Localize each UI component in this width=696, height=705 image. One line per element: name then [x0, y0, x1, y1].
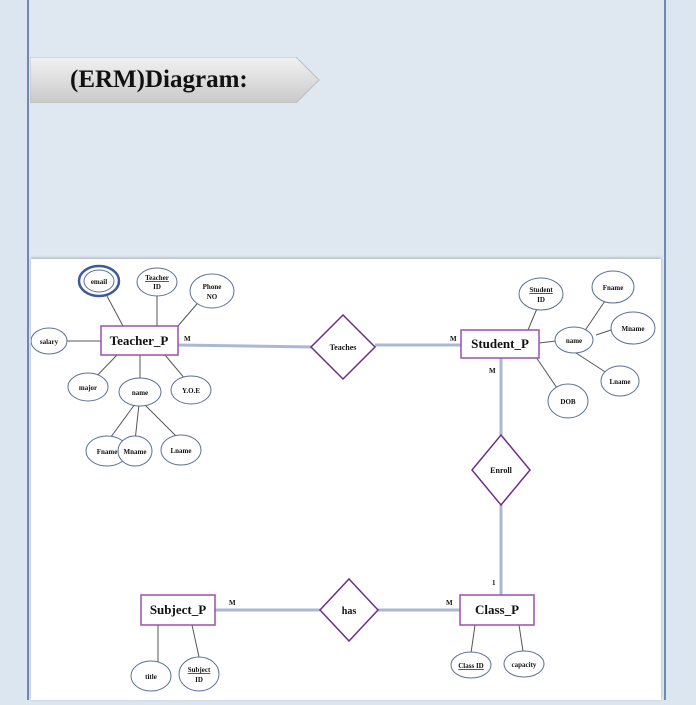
er-diagram: Teacher_P Student_P Subject_P Class_P Te… — [30, 264, 656, 692]
relationship-teaches-label: Teaches — [330, 343, 357, 352]
attr-student-dob: DOB — [560, 398, 576, 406]
attr-teacher-id-line1: Teacher — [145, 274, 169, 282]
banner-arrow-shape — [30, 57, 320, 103]
attr-student-mname: Mname — [622, 325, 645, 333]
entity-class-label: Class_P — [475, 602, 519, 617]
attr-student-id-line1: Student — [529, 286, 553, 294]
relationship-enroll: Enroll — [471, 433, 531, 507]
entity-teacher-label: Teacher_P — [110, 333, 169, 348]
attr-subject-id-line2: ID — [195, 676, 203, 684]
entity-student-label: Student_P — [471, 336, 529, 351]
attribute-lines — [64, 280, 615, 664]
relationship-has-label: has — [342, 606, 357, 617]
attr-teacher-salary: salary — [40, 338, 59, 346]
entity-subject-label: Subject_P — [150, 602, 206, 617]
relationship-lines — [177, 343, 503, 612]
attr-teacher-mname: Mname — [124, 448, 147, 456]
attr-teacher-phone-line2: NO — [207, 293, 218, 301]
attribute-labels: email Teacher ID Phone NO salary major n… — [40, 274, 645, 684]
attr-teacher-fname: Fname — [97, 448, 118, 456]
attr-class-capacity: capacity — [512, 661, 537, 669]
attr-subject-id-line1: Subject — [188, 666, 211, 674]
attr-teacher-yoe: Y.O.E — [182, 387, 200, 395]
card-class-enroll: 1 — [492, 579, 496, 587]
attr-teacher-name: name — [132, 389, 148, 397]
attr-student-name: name — [566, 337, 582, 345]
diagram-title: (ERM)Diagram: — [70, 66, 248, 93]
attr-student-id-line2: ID — [537, 296, 545, 304]
cardinality-labels: M M M 1 M M — [184, 335, 496, 607]
entity-teacher: Teacher_P — [100, 325, 179, 356]
attr-teacher-email: email — [91, 278, 107, 286]
card-subject-has: M — [229, 599, 236, 607]
card-teacher-teaches: M — [184, 335, 191, 343]
title-banner: (ERM)Diagram: — [30, 57, 320, 103]
card-student-teaches: M — [450, 335, 457, 343]
attr-teacher-lname: Lname — [171, 447, 192, 455]
card-student-enroll: M — [489, 367, 496, 375]
attr-teacher-major: major — [79, 384, 97, 392]
attr-teacher-phone-line1: Phone — [203, 283, 222, 291]
relationship-has: has — [318, 577, 380, 643]
entity-subject: Subject_P — [140, 594, 216, 626]
entity-class: Class_P — [459, 594, 535, 626]
relationship-teaches: Teaches — [309, 313, 377, 381]
attr-teacher-id-line2: ID — [153, 283, 161, 291]
diagram-canvas: Teacher_P Student_P Subject_P Class_P Te… — [30, 259, 661, 700]
card-class-has: M — [446, 599, 453, 607]
attr-student-lname: Lname — [610, 378, 631, 386]
relationship-enroll-label: Enroll — [490, 466, 512, 475]
attribute-shapes — [30, 264, 656, 692]
entity-student: Student_P — [460, 329, 540, 359]
attr-subject-title: title — [145, 673, 157, 681]
attr-student-fname: Fname — [603, 284, 624, 292]
attr-class-id: Class ID — [458, 662, 483, 670]
